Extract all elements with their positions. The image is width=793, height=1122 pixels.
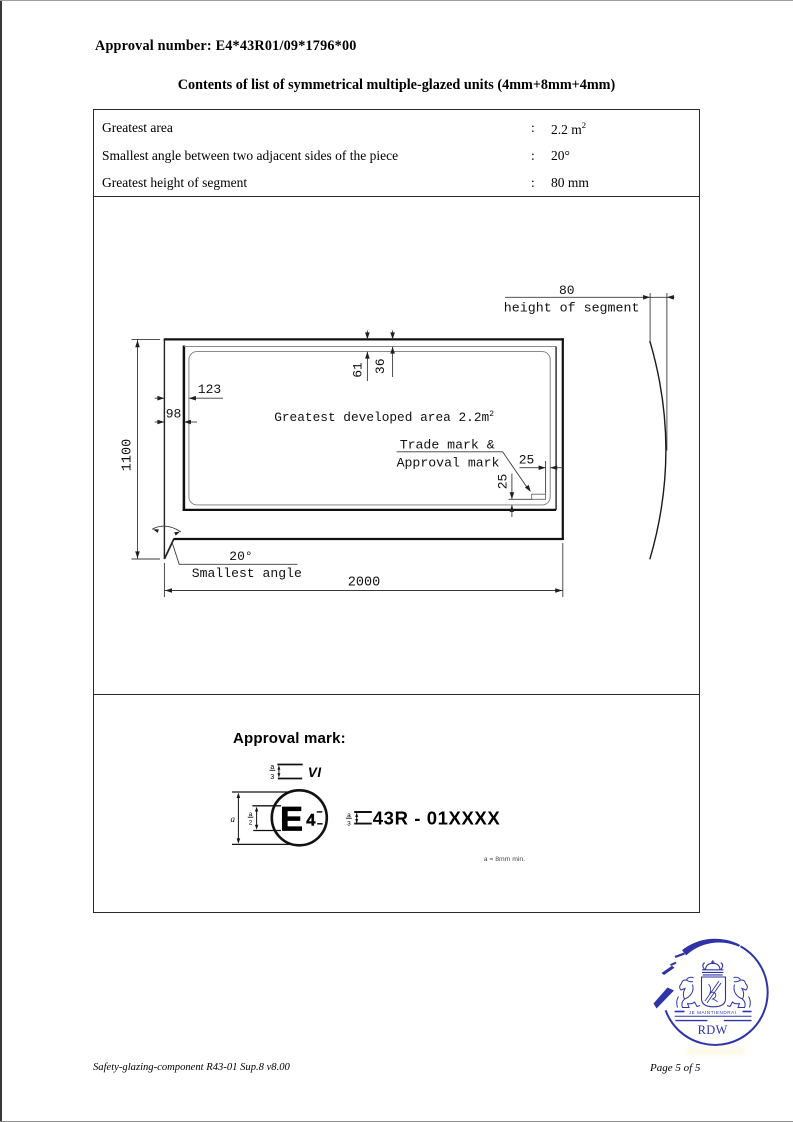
main-content-box: Greatest area : 2.2 m2 Smallest angle be… xyxy=(93,109,700,913)
logo-name: RDW xyxy=(698,1023,728,1037)
spec-label: Greatest height of segment xyxy=(102,174,248,190)
page-left-edge-line xyxy=(0,0,2,1122)
logo-crown xyxy=(702,960,724,976)
spec-value: 80 mm xyxy=(551,174,589,190)
logo-swoosh xyxy=(682,938,741,956)
footer-page-number: Page 5 of 5 xyxy=(650,1062,701,1074)
page-title: Contents of list of symmetrical multiple… xyxy=(177,76,616,93)
logo-banner xyxy=(674,1010,752,1022)
logo-speed-dashes xyxy=(653,952,685,1009)
spec-value: 2.2 m2 xyxy=(551,120,587,137)
section-separator-line xyxy=(94,694,699,696)
spec-value: 20° xyxy=(551,147,570,163)
scan-smudge xyxy=(687,1048,745,1055)
spec-value-sup: 2 xyxy=(581,120,587,130)
logo-lion-left xyxy=(676,976,701,1008)
logo-motto: JE MAINTIENDRAI xyxy=(689,1010,737,1015)
spec-label: Greatest area xyxy=(102,120,173,135)
table-row: Smallest angle between two adjacent side… xyxy=(94,148,699,166)
spec-colon: : xyxy=(531,120,535,135)
approval-number: Approval number: E4*43R01/09*1796*00 xyxy=(95,38,357,54)
spec-label: Smallest angle between two adjacent side… xyxy=(102,147,399,163)
spec-colon: : xyxy=(531,147,535,163)
page-top-edge-line xyxy=(0,0,793,1)
table-row: Greatest area : 2.2 m2 xyxy=(94,120,699,138)
footer-document-id: Safety-glazing-component R43-01 Sup.8 v8… xyxy=(93,1062,290,1073)
spec-colon: : xyxy=(531,174,535,190)
approval-mark-heading: Approval mark: xyxy=(233,730,346,747)
logo-ring xyxy=(664,945,769,1046)
table-row: Greatest height of segment : 80 mm xyxy=(94,175,699,193)
logo-lion-right xyxy=(726,976,751,1008)
logo-shield xyxy=(700,976,727,1008)
rdw-logo: JE MAINTIENDRAI RDW xyxy=(653,938,769,1046)
spec-table: Greatest area : 2.2 m2 Smallest angle be… xyxy=(94,110,699,197)
